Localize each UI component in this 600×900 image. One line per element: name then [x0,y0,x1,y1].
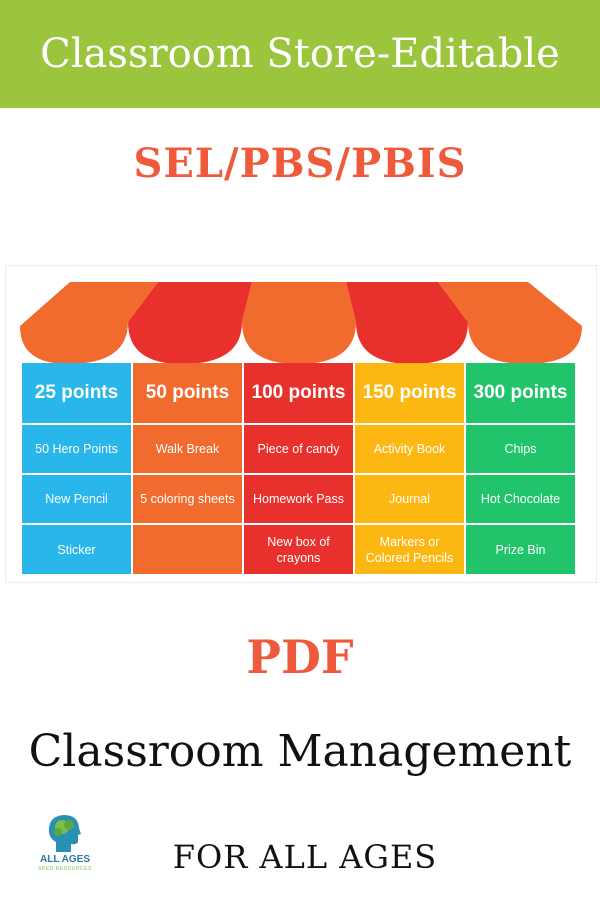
classroom-store-graphic: 25 points 50 points 100 points 150 point… [6,266,596,582]
store-awning [20,282,582,364]
header-50-points: 50 points [133,363,244,425]
header-300-points: 300 points [466,363,577,425]
logo-subtitle: SPED RESOURCES [38,866,92,872]
reward-item: Markers or Colored Pencils [355,525,466,576]
header-25-points: 25 points [22,363,133,425]
reward-item: Walk Break [133,425,244,475]
reward-item: Chips [466,425,577,475]
awning-segment-3 [242,282,356,364]
reward-item: Homework Pass [244,475,355,525]
title-banner: Classroom Store-Editable [0,0,600,108]
awning-segment-1 [20,282,158,364]
reward-item: Journal [355,475,466,525]
head-brain-icon [48,815,81,852]
reward-item: Piece of candy [244,425,355,475]
points-table: 25 points 50 points 100 points 150 point… [22,363,577,576]
reward-item: Hot Chocolate [466,475,577,525]
header-100-points: 100 points [244,363,355,425]
header-150-points: 150 points [355,363,466,425]
awning-segment-4 [346,282,468,364]
reward-item: Prize Bin [466,525,577,576]
reward-item: Sticker [22,525,133,576]
tagline: FOR ALL AGES [172,838,438,876]
page-title: Classroom Store-Editable [40,31,560,77]
reward-item: New Pencil [22,475,133,525]
awning-segment-5 [438,282,582,364]
reward-item: 5 coloring sheets [133,475,244,525]
format-label: PDF [246,630,354,684]
reward-item: New box of crayons [244,525,355,576]
awning-segment-2 [128,282,252,364]
subtitle: SEL/PBS/PBIS [133,140,467,187]
reward-item: Activity Book [355,425,466,475]
brand-logo: ALL AGES SPED RESOURCES [30,812,100,878]
logo-name: ALL AGES [39,854,90,865]
headline: Classroom Management [28,726,572,777]
reward-item: 50 Hero Points [22,425,133,475]
reward-item-empty [133,525,244,576]
